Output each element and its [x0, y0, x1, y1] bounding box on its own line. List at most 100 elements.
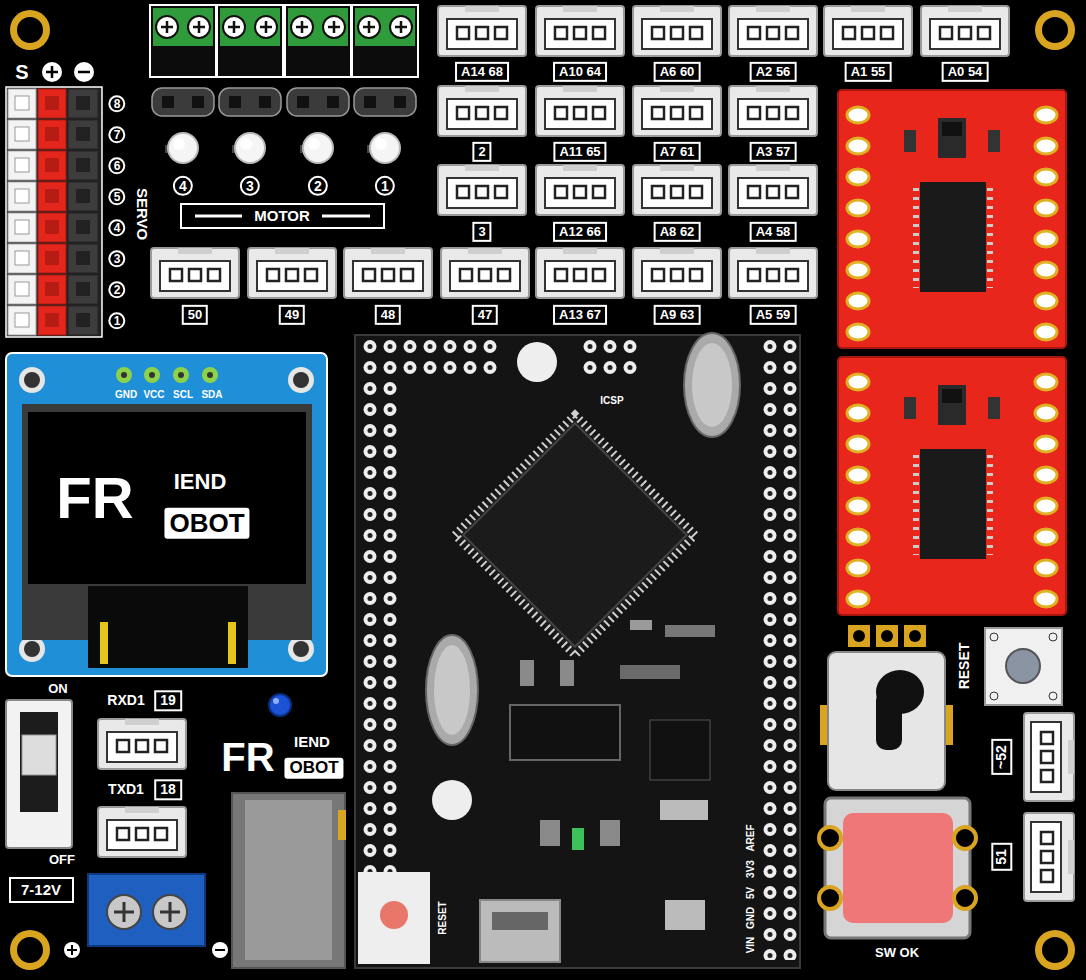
silk-label: RESET: [957, 643, 972, 690]
reset-button: [1049, 633, 1057, 641]
mounting-hole: [1035, 930, 1075, 970]
port-label: 51: [991, 843, 1012, 871]
port-label: 18: [154, 779, 182, 800]
motor-terminal: [219, 88, 281, 116]
jst-connector: [248, 248, 336, 298]
label-box: MOTOR: [180, 203, 385, 230]
mega-board: [684, 333, 740, 437]
motor-terminal: [354, 88, 416, 116]
pin-number: 8: [108, 95, 125, 112]
mega-board: [434, 645, 470, 735]
box-text: 7-12V: [21, 882, 61, 899]
joystick: [909, 630, 921, 642]
port-label: A14 68: [455, 62, 509, 82]
jst-connector: [633, 6, 721, 56]
mega-board: [355, 333, 800, 968]
jst-connector: [438, 86, 526, 136]
label-box: 7-12V: [9, 877, 74, 904]
joystick: [820, 625, 953, 790]
joystick: [828, 652, 945, 790]
mega-board: [572, 828, 584, 850]
mega-board: [380, 901, 408, 929]
jst-connector: [438, 6, 526, 56]
jst-connector: [536, 165, 624, 215]
oled-display: [6, 353, 327, 676]
port-label: 50: [182, 305, 208, 325]
power-switch: [6, 700, 72, 848]
mega-board: [560, 660, 574, 686]
oled-display: [144, 367, 160, 383]
joystick: [853, 630, 865, 642]
servo-header: [6, 62, 102, 337]
oled-display: [121, 372, 127, 378]
port-label: 3: [472, 222, 491, 242]
port-label: 49: [279, 305, 305, 325]
oled-display: [173, 367, 189, 383]
box-text: MOTOR: [254, 208, 310, 225]
port-label: 47: [472, 305, 498, 325]
reset-button: [990, 633, 998, 641]
servo-header: [8, 89, 98, 118]
servo-header: [8, 275, 98, 304]
oled-display: [149, 372, 155, 378]
reset-button: [1006, 649, 1040, 683]
pin-number: 3: [108, 250, 125, 267]
silk-label: ICSP: [600, 395, 623, 406]
jst-connector: [441, 248, 529, 298]
motor-terminal: [150, 5, 216, 77]
power-switch: [22, 735, 56, 775]
power-terminal: [212, 942, 228, 958]
port-label: A8 62: [654, 222, 701, 242]
dc-jack: [232, 793, 346, 968]
port-label: 19: [154, 690, 182, 711]
jst-connector: [536, 86, 624, 136]
silk-label: S: [15, 61, 28, 83]
silk-label: SERVO: [134, 188, 151, 240]
pin-number: 4: [173, 176, 193, 196]
port-label: A9 63: [654, 305, 701, 325]
pin-number: 6: [108, 157, 125, 174]
motor-terminal: [150, 5, 418, 216]
pin-number: 4: [108, 219, 125, 236]
jst-connector: [729, 248, 817, 298]
oled-display: [178, 372, 184, 378]
jst-connector: [633, 86, 721, 136]
servo-header: [46, 66, 58, 78]
oled-display: [202, 367, 218, 383]
port-label: A2 56: [750, 62, 797, 82]
joystick: [904, 625, 926, 647]
silk-label: FR: [56, 466, 133, 530]
port-label: A10 64: [553, 62, 607, 82]
mounting-hole: [10, 930, 50, 970]
motor-driver-board: [838, 90, 1066, 348]
oled-display: [100, 622, 108, 664]
servo-header: [74, 62, 94, 82]
blue-led: [273, 698, 279, 704]
mega-board: [510, 705, 620, 760]
oled-display: [293, 641, 309, 657]
pin-number: 5: [108, 188, 125, 205]
silk-label: RESET: [437, 901, 448, 934]
jst-connector: [344, 248, 432, 298]
silk-label: RXD1: [107, 693, 144, 708]
mega-board: [455, 415, 695, 655]
reset-button: [985, 628, 1062, 705]
motor-terminal: [300, 133, 333, 163]
joystick: [881, 630, 893, 642]
dc-jack: [232, 793, 345, 968]
ok-button: [954, 887, 976, 909]
silk-label: TXD1: [108, 782, 144, 797]
power-terminal: [215, 949, 225, 951]
mega-board: [760, 340, 800, 960]
joystick: [848, 625, 870, 647]
oled-display: [24, 372, 40, 388]
jst-connector: [633, 165, 721, 215]
jst-connector: [98, 807, 186, 857]
mega-board: [630, 620, 652, 630]
jst-connector: [1024, 713, 1074, 801]
dc-jack: [245, 800, 332, 960]
servo-header: [8, 151, 98, 180]
power-terminal: [67, 945, 77, 955]
port-label: 2: [472, 142, 491, 162]
power-terminal: [107, 895, 141, 929]
